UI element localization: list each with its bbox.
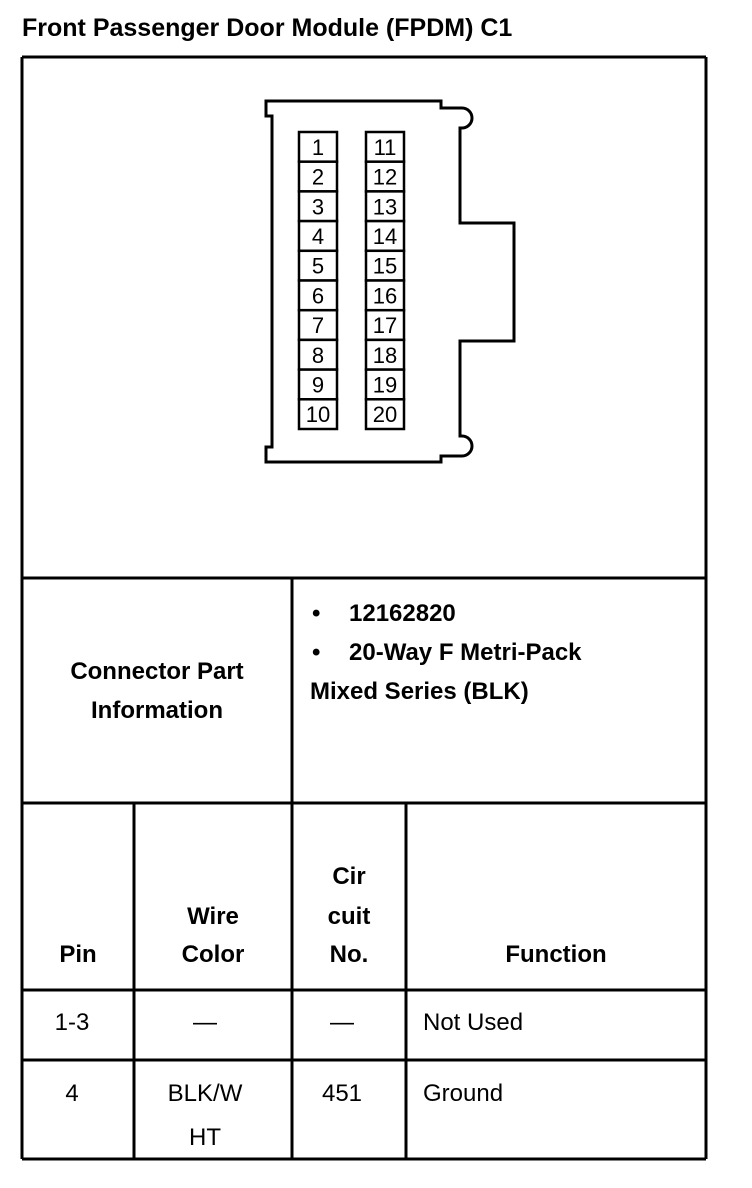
pin-cell-18 bbox=[364, 338, 406, 371]
pin-label-14: 14 bbox=[373, 224, 397, 249]
header-circuit-line3: No. bbox=[329, 941, 369, 968]
row2-pin: 4 bbox=[65, 1080, 79, 1107]
pin-cell-2 bbox=[297, 160, 339, 193]
pin-label-19: 19 bbox=[373, 372, 397, 397]
part-number: 12162820 bbox=[349, 600, 456, 627]
pin-label-10: 10 bbox=[306, 402, 330, 427]
pin-label-4: 4 bbox=[312, 224, 324, 249]
pin-cell-3 bbox=[297, 190, 339, 223]
row1-circuit: — bbox=[330, 1009, 354, 1036]
header-wire-line1: Wire bbox=[187, 903, 239, 930]
pin-label-9: 9 bbox=[312, 372, 324, 397]
pin-label-15: 15 bbox=[373, 254, 397, 279]
pin-cell-10 bbox=[297, 398, 339, 431]
pin-label-18: 18 bbox=[373, 343, 397, 368]
pin-label-13: 13 bbox=[373, 194, 397, 219]
pin-cell-20 bbox=[364, 398, 406, 431]
page-title: Front Passenger Door Module (FPDM) C1 bbox=[22, 14, 513, 42]
row1-function: Not Used bbox=[423, 1009, 524, 1036]
header-circuit-line2: cuit bbox=[327, 903, 371, 930]
pin-label-1: 1 bbox=[312, 135, 324, 160]
part-info-label-line1: Connector Part bbox=[70, 658, 244, 685]
row1-wire: — bbox=[193, 1009, 217, 1036]
pin-cell-14 bbox=[364, 219, 406, 253]
pin-label-20: 20 bbox=[373, 402, 397, 427]
pin-label-12: 12 bbox=[373, 165, 397, 190]
pin-label-2: 2 bbox=[312, 165, 324, 190]
header-wire-line2: Color bbox=[181, 941, 245, 968]
pin-label-6: 6 bbox=[312, 283, 324, 308]
part-description-line1: 20-Way F Metri-Pack bbox=[349, 639, 582, 666]
row2-circuit: 451 bbox=[321, 1080, 363, 1107]
pin-cell-19 bbox=[364, 368, 406, 401]
header-circuit-line1: Cir bbox=[332, 863, 366, 890]
header-pin: Pin bbox=[59, 941, 97, 968]
pin-cell-17 bbox=[364, 308, 406, 342]
bullet-2: • bbox=[312, 639, 321, 666]
pin-label-3: 3 bbox=[312, 194, 324, 219]
part-info-label-line2: Information bbox=[91, 697, 223, 724]
row2-wire-line1: BLK/W bbox=[167, 1080, 243, 1107]
connector-housing bbox=[264, 99, 516, 464]
row1-pin: 1-3 bbox=[54, 1009, 90, 1036]
pin-label-16: 16 bbox=[373, 283, 397, 308]
part-description-line2: Mixed Series (BLK) bbox=[310, 678, 529, 705]
pin-cell-11 bbox=[364, 130, 406, 163]
pin-label-11: 11 bbox=[374, 135, 397, 160]
row2-function: Ground bbox=[423, 1080, 504, 1107]
header-function: Function bbox=[505, 941, 607, 968]
bullet-1: • bbox=[312, 600, 321, 627]
pin-label-5: 5 bbox=[312, 254, 324, 279]
pin-label-8: 8 bbox=[312, 343, 324, 368]
pin-cell-1 bbox=[297, 130, 339, 163]
row2-wire-line2: HT bbox=[189, 1124, 221, 1151]
pin-label-7: 7 bbox=[312, 313, 324, 338]
pin-cell-12 bbox=[364, 160, 406, 193]
pin-label-17: 17 bbox=[373, 313, 397, 338]
